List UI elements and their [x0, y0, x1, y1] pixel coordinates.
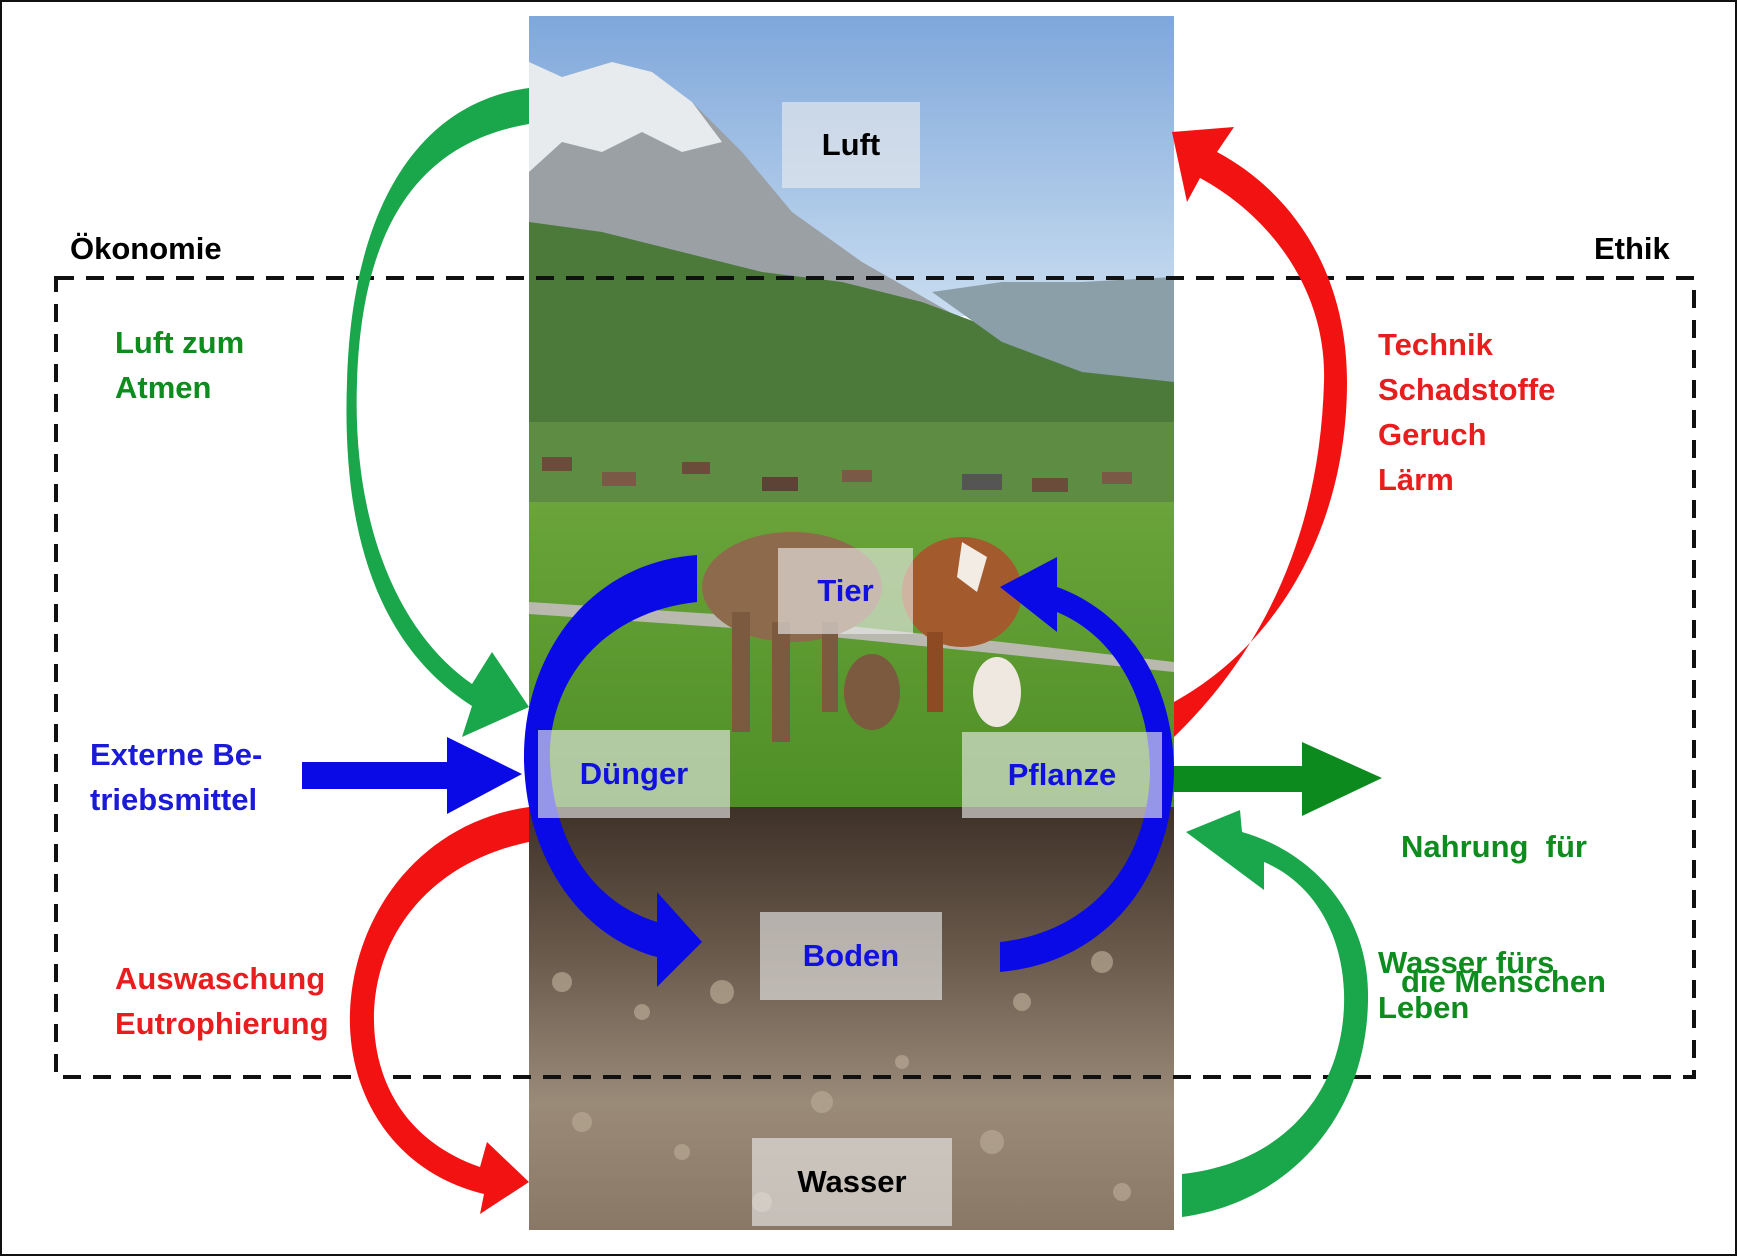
- arrow-air: [346, 88, 529, 737]
- external-input-label: Externe Be- triebsmittel: [90, 737, 263, 817]
- arrow-food: [1162, 742, 1382, 816]
- village-band: [529, 422, 1174, 512]
- water-label: Wasser fürs Leben: [1378, 945, 1555, 1025]
- cow-red-white: [902, 537, 1022, 727]
- leaching-label: Auswaschung Eutrophierung: [115, 961, 329, 1041]
- node-duenger: Dünger: [538, 730, 730, 818]
- arrow-external: [302, 737, 522, 814]
- ethics-label: Ethik: [1594, 231, 1670, 266]
- node-tier: Tier: [778, 548, 913, 634]
- node-boden: Boden: [760, 912, 942, 1000]
- food-label: Nahrung für die Menschen: [1401, 829, 1606, 999]
- node-pflanze: Pflanze: [962, 732, 1162, 818]
- economy-label: Ökonomie: [70, 231, 222, 266]
- arrow-technik: [1172, 127, 1347, 737]
- dashed-frame: [54, 276, 1696, 1079]
- technology-label: Technik Schadstoffe Geruch Lärm: [1378, 327, 1556, 497]
- arrow-leaching: [349, 807, 529, 1214]
- arrow-cycle-left: [523, 555, 702, 987]
- arrow-water: [1182, 810, 1369, 1217]
- node-luft: Luft: [782, 102, 920, 188]
- node-wasser: Wasser: [752, 1138, 952, 1226]
- arrow-cycle-right: [1000, 557, 1174, 972]
- air-label: Luft zum Atmen: [115, 325, 245, 405]
